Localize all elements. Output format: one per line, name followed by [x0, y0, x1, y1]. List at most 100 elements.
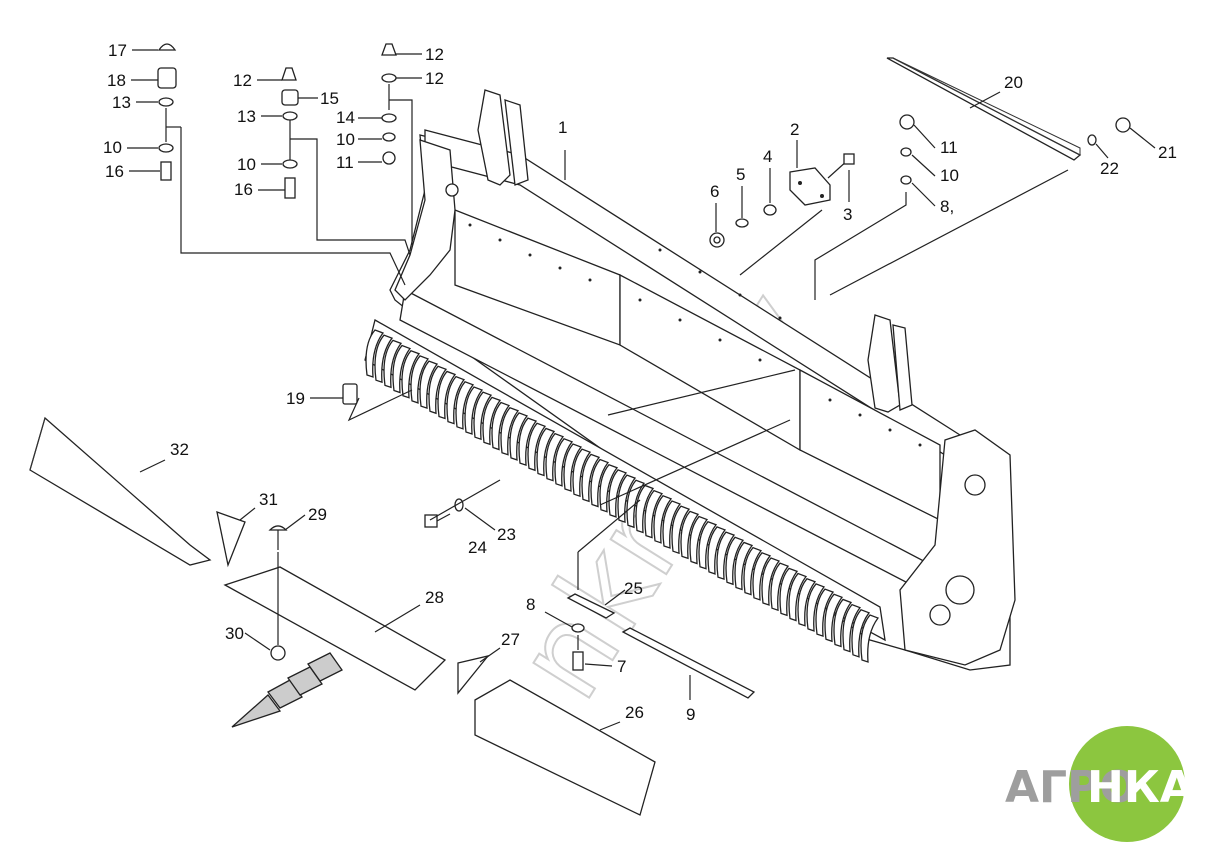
label-10c: 10	[336, 130, 355, 149]
agronka-logo: АГРО НКА	[1005, 726, 1194, 842]
stack-right-top	[381, 43, 397, 165]
label-13a: 13	[112, 93, 131, 112]
tine	[500, 406, 520, 456]
washer-5	[735, 218, 749, 228]
shield-26	[474, 679, 656, 816]
tine	[608, 469, 628, 518]
label-2: 2	[790, 120, 799, 139]
tine	[599, 463, 619, 513]
tine	[653, 495, 673, 544]
tine	[536, 427, 556, 477]
label-15: 15	[320, 89, 339, 108]
tine	[788, 572, 808, 622]
bolt-3	[827, 153, 855, 179]
tine	[410, 355, 430, 404]
bolt-29	[268, 525, 288, 550]
tine	[401, 349, 421, 399]
tine	[581, 453, 601, 503]
tine	[464, 386, 484, 435]
label-16a: 16	[105, 162, 124, 181]
label-ticks	[127, 49, 1156, 731]
label-8: 8	[526, 595, 535, 614]
tine	[518, 417, 538, 467]
tine	[527, 422, 547, 472]
strip-25	[566, 593, 616, 619]
tine	[590, 458, 610, 508]
tine	[734, 541, 754, 591]
tine	[635, 484, 655, 534]
label-27: 27	[501, 630, 520, 649]
tine	[833, 598, 853, 648]
plate-28	[223, 566, 447, 691]
label-22: 22	[1100, 159, 1119, 178]
label-8b: 8,	[940, 197, 954, 216]
tine	[383, 339, 403, 389]
label-5: 5	[736, 165, 745, 184]
tine	[473, 391, 493, 441]
header-frame	[389, 89, 1016, 671]
tine	[743, 546, 763, 596]
washer-4	[763, 204, 777, 216]
label-13b: 13	[237, 107, 256, 126]
tine	[806, 583, 826, 632]
label-10a: 10	[103, 138, 122, 157]
label-14: 14	[336, 108, 355, 127]
tine	[365, 329, 385, 378]
tine	[437, 370, 457, 420]
bar-20	[886, 57, 1082, 161]
tine	[509, 412, 529, 461]
tine	[545, 432, 565, 482]
tine	[689, 515, 709, 565]
label-18: 18	[107, 71, 126, 90]
tine	[851, 609, 871, 658]
tine	[824, 593, 844, 643]
tine	[428, 365, 448, 415]
label-1: 1	[558, 118, 567, 137]
logo-text-right: НКА	[1087, 762, 1194, 813]
tine	[671, 505, 691, 555]
tine	[419, 360, 439, 410]
label-21: 21	[1158, 143, 1177, 162]
label-11a: 11	[336, 153, 354, 172]
washer-8	[571, 623, 585, 633]
label-4: 4	[763, 147, 772, 166]
plate-27	[457, 654, 490, 695]
label-28: 28	[425, 588, 444, 607]
label-29: 29	[308, 505, 327, 524]
label-11b: 11	[940, 138, 958, 157]
right-stack	[899, 114, 915, 185]
label-16b: 16	[234, 180, 253, 199]
tine	[374, 334, 394, 384]
label-20: 20	[1004, 73, 1023, 92]
washer-22	[1087, 134, 1097, 146]
bolt-7	[572, 651, 584, 671]
label-10b: 10	[237, 155, 256, 174]
tine	[752, 552, 772, 601]
tine	[761, 557, 781, 606]
logo-text-left: АГРО	[1005, 762, 1137, 813]
logo-circle	[1069, 726, 1185, 842]
tine-comb	[364, 319, 886, 663]
part-labels: 1 2 3 4 5 6 7 8 8, 9 10 10 10 10 11 11 1…	[103, 41, 1177, 724]
bushing-19	[342, 383, 358, 405]
nut-21	[1115, 117, 1131, 133]
tine	[797, 577, 817, 627]
label-12b: 12	[233, 71, 252, 90]
plate-31	[216, 510, 246, 568]
leader-lines	[166, 99, 1069, 700]
label-32: 32	[170, 440, 189, 459]
nut-6	[709, 232, 725, 248]
label-6: 6	[710, 182, 719, 201]
tine	[770, 562, 790, 612]
tine	[617, 474, 637, 524]
label-23: 23	[497, 525, 516, 544]
tine	[446, 375, 466, 425]
label-25: 25	[624, 579, 643, 598]
stack-mid	[281, 67, 299, 199]
direction-arrow	[231, 652, 343, 728]
label-31: 31	[259, 490, 278, 509]
tine	[725, 536, 745, 586]
label-26: 26	[625, 703, 644, 722]
tine	[815, 588, 835, 638]
